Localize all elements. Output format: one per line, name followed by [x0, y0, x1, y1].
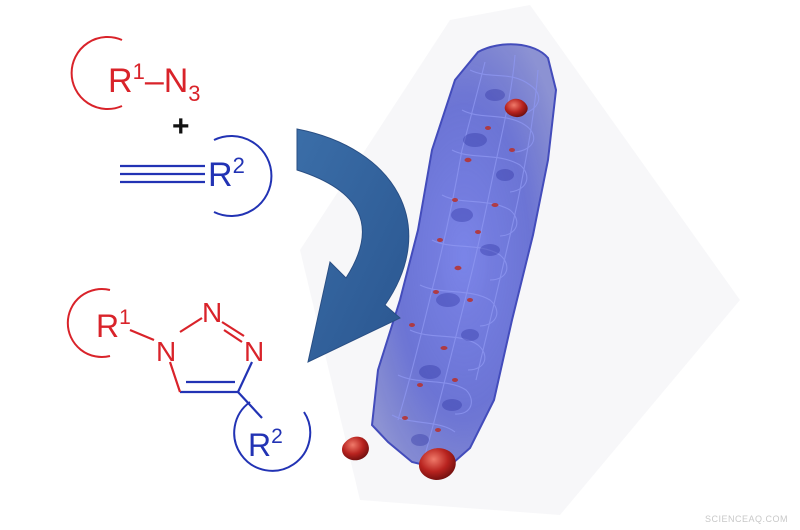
azide-reagent: R1–N3 — [70, 36, 201, 110]
triple-bond — [120, 164, 205, 184]
azide-n-label: N — [164, 62, 189, 100]
alkyne-r-label: R — [208, 156, 233, 194]
ring-atom-n3: N — [244, 336, 264, 367]
alkyne-reagent: R2 — [120, 135, 273, 217]
ring-atom-n2: N — [202, 297, 222, 328]
ring-atom-n1: N — [156, 336, 176, 367]
svg-text:R1: R1 — [96, 306, 131, 344]
nanotube-pores — [411, 89, 514, 446]
azide-r1-arc — [70, 36, 123, 110]
product-r2-arc — [233, 401, 312, 472]
nanotube-texture — [391, 54, 540, 456]
product-r1-label: R — [96, 308, 119, 344]
product-r1-index: 1 — [119, 306, 131, 329]
triazole-product: R1 N N N R2 — [66, 288, 312, 472]
triazole-ring-bonds — [168, 317, 263, 419]
product-r2-index: 2 — [271, 425, 283, 448]
alkyne-r-index: 2 — [233, 153, 245, 178]
particle-bottom-left — [342, 436, 369, 461]
azide-subscript: 3 — [188, 81, 200, 106]
watermark: SCIENCEAQ.COM — [704, 514, 788, 524]
azide-bond: – — [145, 62, 164, 100]
plus-sign: + — [172, 110, 190, 143]
reaction-arrow — [296, 128, 410, 363]
particle-bottom — [418, 448, 456, 480]
azide-r-index: 1 — [133, 59, 145, 84]
azide-r-label: R — [108, 62, 133, 100]
particle-top — [504, 98, 528, 118]
product-r1-arc — [66, 288, 111, 358]
svg-text:R2: R2 — [208, 153, 245, 194]
alkyne-r2-arc — [213, 135, 273, 217]
nanotube-catalyst — [342, 43, 558, 480]
r1-n1-bond — [129, 328, 155, 342]
product-r2-label: R — [248, 427, 271, 463]
svg-text:R1–N3: R1–N3 — [108, 59, 201, 106]
svg-text:R2: R2 — [248, 425, 283, 463]
